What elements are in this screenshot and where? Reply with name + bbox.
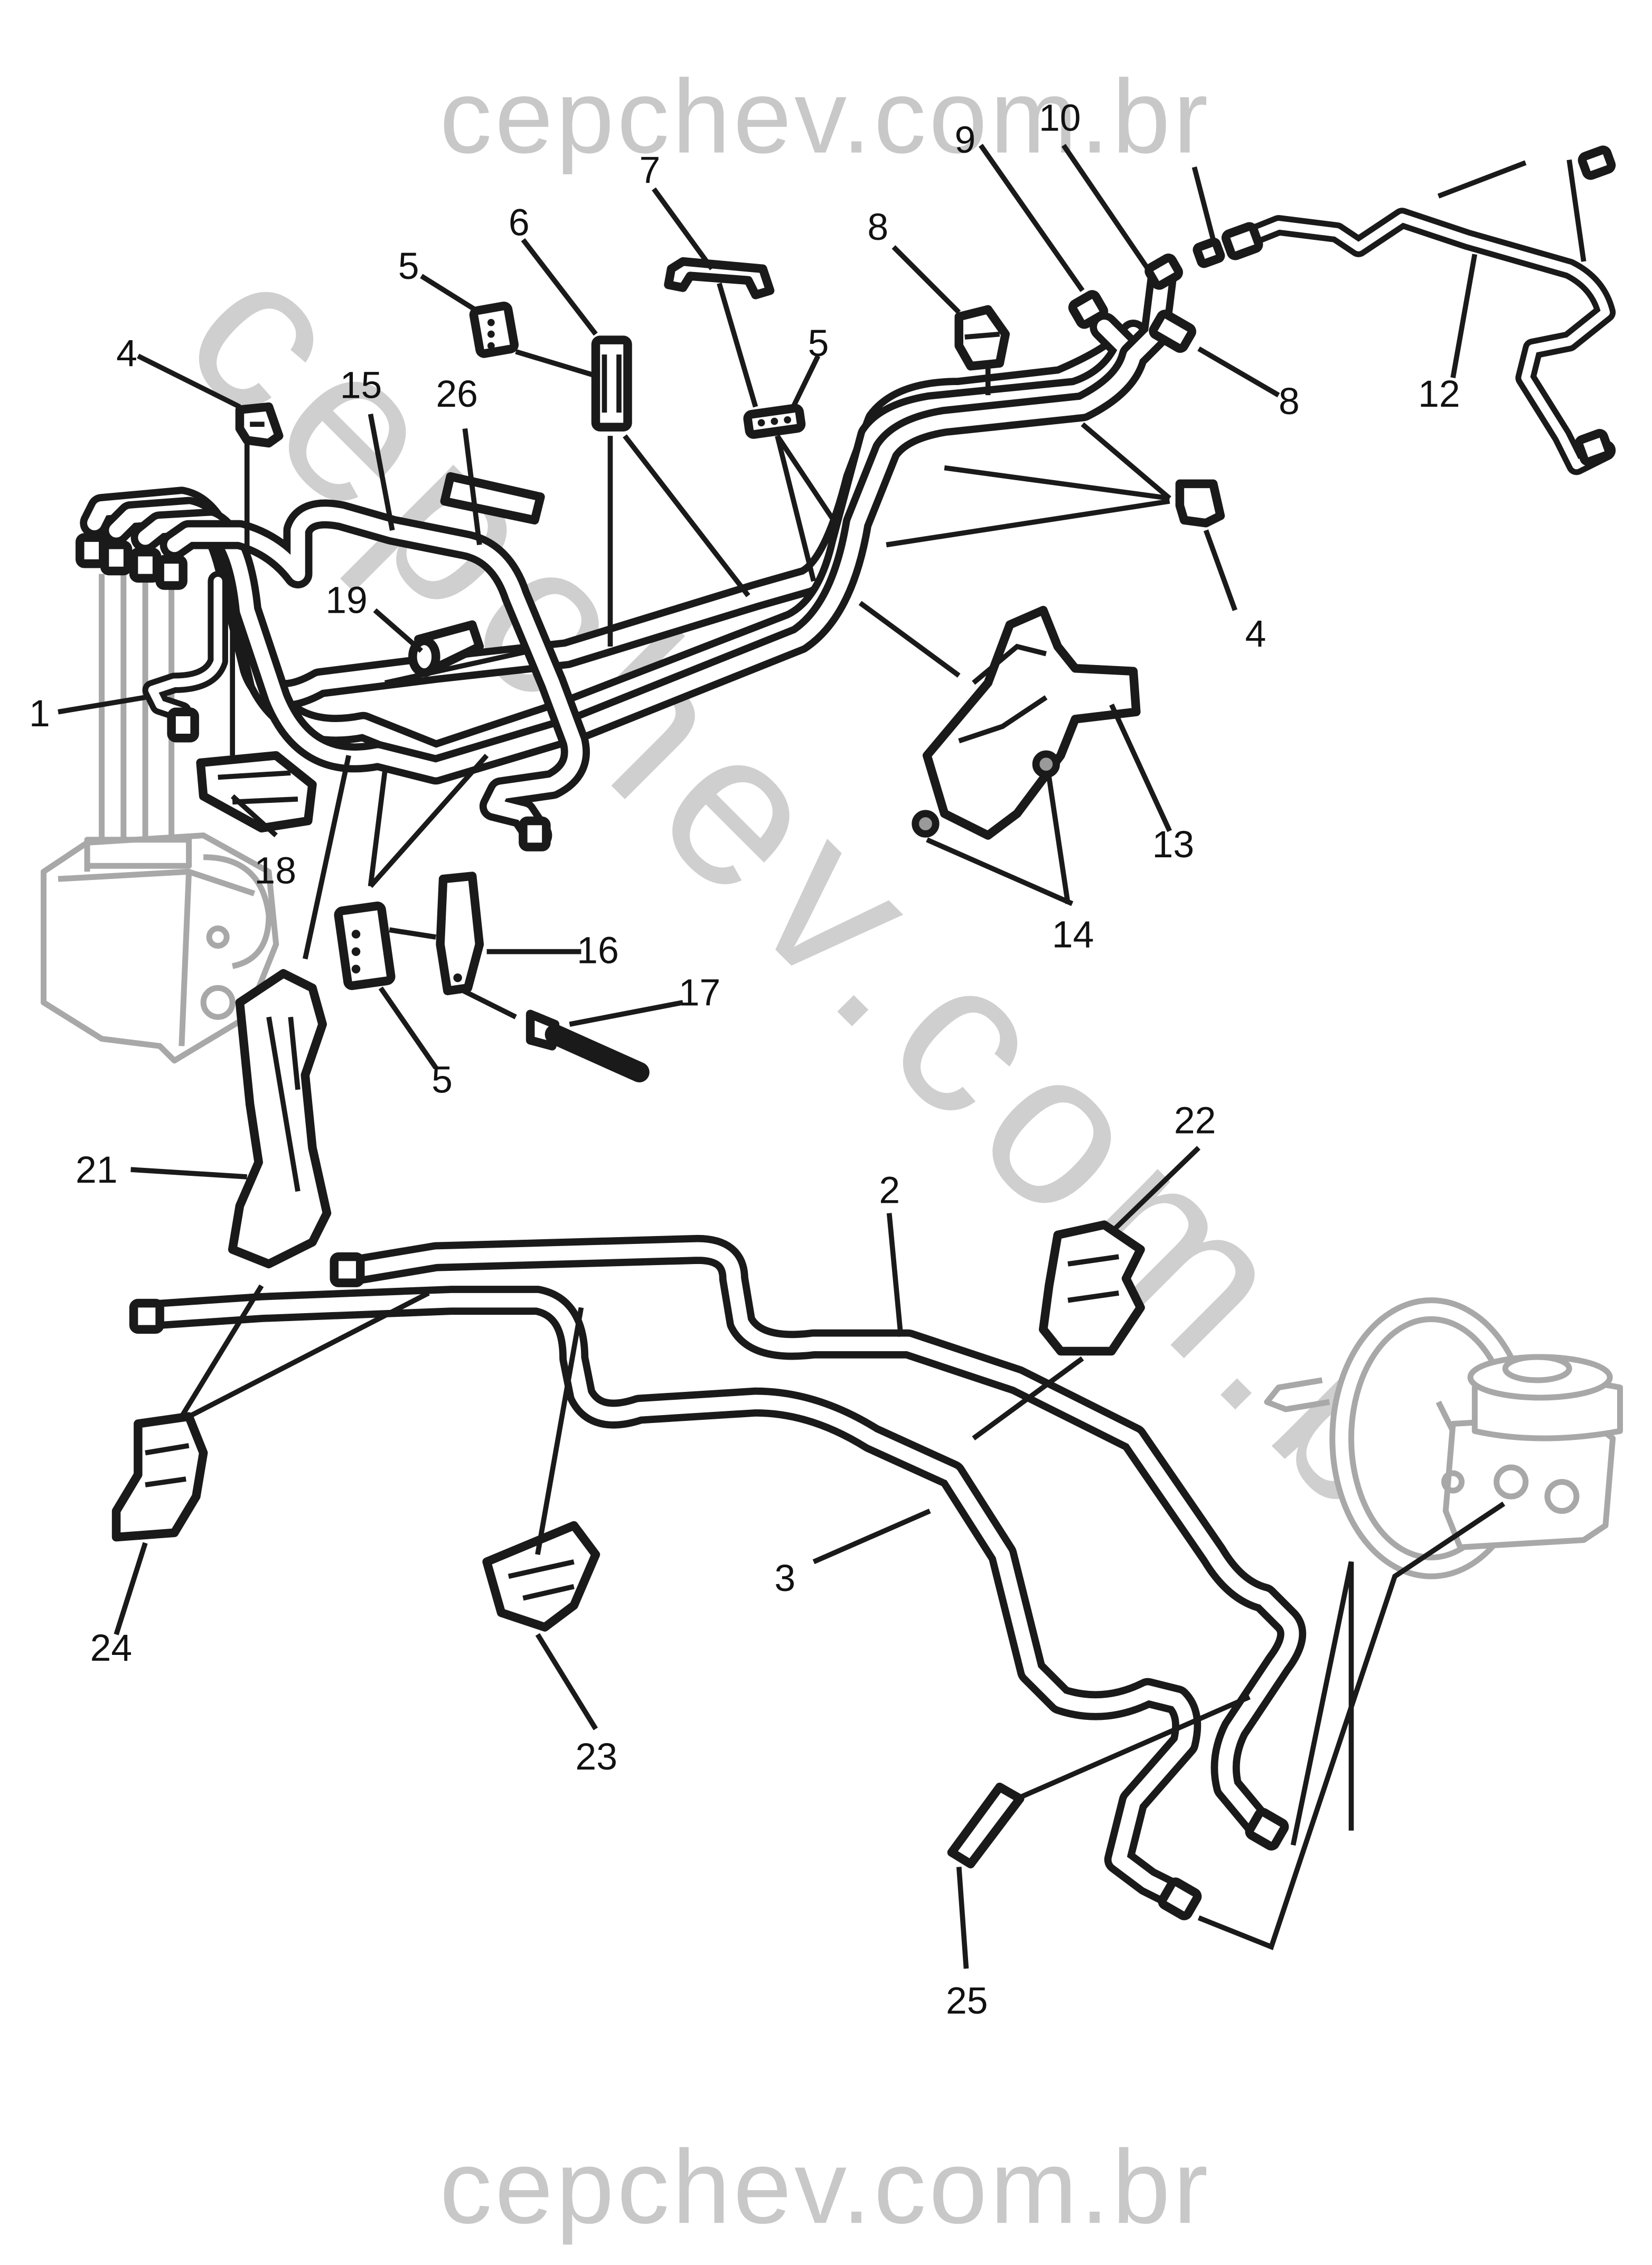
callout-4-left: 4 <box>116 332 137 375</box>
callout-5-lower: 5 <box>431 1059 453 1101</box>
callout-22: 22 <box>1174 1099 1216 1141</box>
callout-21: 21 <box>76 1149 118 1191</box>
callout-2: 2 <box>879 1169 900 1211</box>
upper-brake-pipes <box>80 208 1616 850</box>
callout-14: 14 <box>1052 913 1094 956</box>
callout-1: 1 <box>29 692 50 735</box>
callout-10: 10 <box>1039 97 1081 139</box>
callout-18: 18 <box>254 849 296 892</box>
leader-lines <box>58 144 1587 1969</box>
callout-16: 16 <box>577 930 619 972</box>
callout-13: 13 <box>1152 823 1195 866</box>
clips-and-brackets <box>111 257 1225 1869</box>
callout-12: 12 <box>1418 373 1460 415</box>
callout-numbers: 1 2 3 4 4 5 5 5 6 7 8 8 9 10 12 13 14 15… <box>29 97 1460 2023</box>
callout-17: 17 <box>679 971 721 1014</box>
callout-15: 15 <box>340 364 382 407</box>
callout-3: 3 <box>774 1557 795 1599</box>
callout-5-top: 5 <box>398 245 419 287</box>
callout-19: 19 <box>325 579 368 622</box>
callout-8-top: 8 <box>867 206 888 248</box>
callout-9: 9 <box>954 119 975 161</box>
watermark-bottom: cepchev.com.br <box>439 2128 1210 2245</box>
callout-24: 24 <box>90 1627 133 1669</box>
pipe-fittings <box>76 145 1616 1921</box>
watermark-top: cepchev.com.br <box>439 58 1210 175</box>
callout-8-right: 8 <box>1279 380 1300 423</box>
callout-6: 6 <box>509 202 530 244</box>
callout-26: 26 <box>436 373 478 415</box>
callout-4-right: 4 <box>1245 613 1266 655</box>
callout-25: 25 <box>946 1980 988 2022</box>
callout-7: 7 <box>639 149 660 192</box>
callout-23: 23 <box>575 1736 617 1778</box>
callout-5-center: 5 <box>808 322 829 364</box>
